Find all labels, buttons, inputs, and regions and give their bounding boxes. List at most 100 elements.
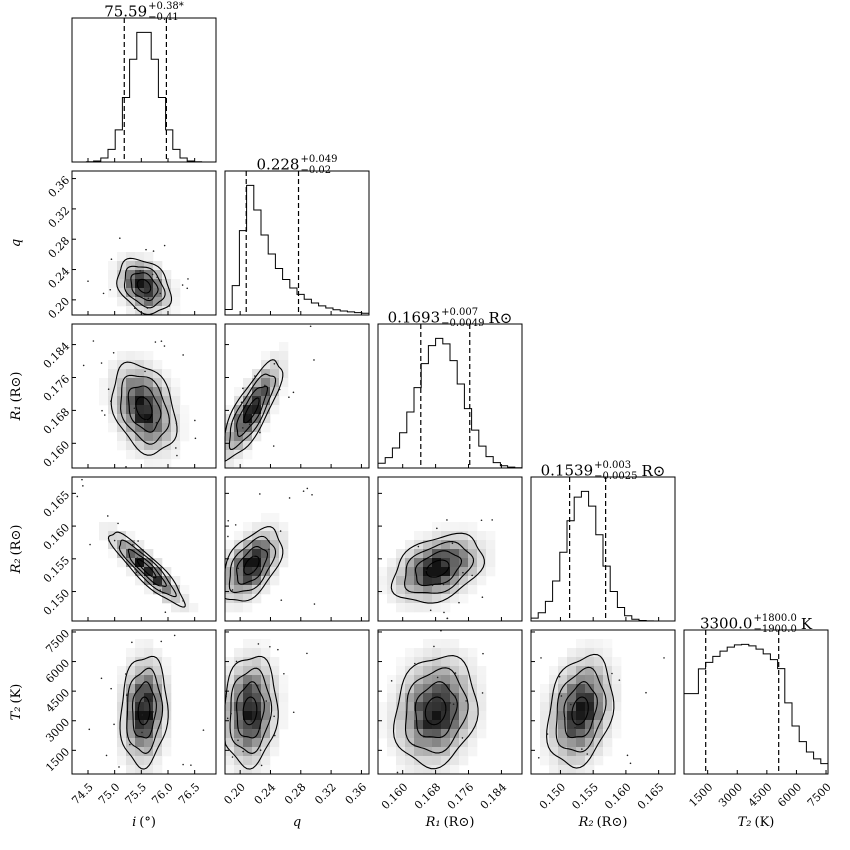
x-tick-label-T2: 4500 [746,781,775,810]
axes-frame [377,476,523,622]
contour-3 [123,265,166,309]
axes-frame-T2 [683,629,829,775]
title-errors-R2: +0.003−0.0025 [594,460,637,482]
contour-3 [126,667,164,754]
x-tick-label-R2: 0.155 [569,781,600,812]
title-minus-q: −0.02 [300,164,332,176]
x-tick-label-i: 75.0 [96,781,123,808]
density-panel-R1-vs-i [71,323,217,469]
hist-panel-i [71,17,217,163]
y-tick-label-T2: 4500 [43,686,72,715]
y-tick-label-R2: 0.150 [41,587,72,618]
y-tick-label-q: 0.36 [46,174,73,201]
contour-4 [116,257,173,315]
axes-frame [71,323,217,469]
axes-frame [224,476,370,622]
y-tick-label-R1: 0.176 [41,373,72,404]
y-axis-label-R2: R₂(R⊙) [9,525,24,575]
x-tick-label-i: 74.5 [69,781,96,808]
contour-2 [236,681,265,739]
x-tick-label-i: 75.5 [123,781,150,808]
contour-4 [390,532,485,604]
contour-2 [414,550,463,587]
axes-frame [71,476,217,622]
title-plus-R2: +0.003 [594,460,632,471]
contour-3 [120,374,170,445]
hist-panel-q [224,170,370,316]
axes-frame [71,170,217,316]
x-tick-label-T2: 1500 [686,781,715,810]
axes-frame [71,629,217,775]
contour-2 [131,681,157,739]
title-median-q: 0.228 [256,155,300,174]
axes-frame [377,629,523,775]
x-tick-label-i: 76.5 [176,781,203,808]
contour-2 [236,545,269,585]
hist-title-i: 75.59+0.38*−0.41 [104,1,184,23]
axes-frame-i [71,17,217,163]
x-tick-label-T2: 7500 [805,781,834,810]
contour-2 [414,681,458,739]
contour-4 [392,655,479,770]
x-axis-label-R1: R₁(R⊙) [425,815,475,830]
y-axis-label-q: q [9,239,24,247]
density-panel-T2-vs-i [71,629,217,775]
y-tick-label-R2: 0.155 [41,554,72,585]
density-panel-R2-vs-q [224,476,370,622]
x-tick-label-R1: 0.168 [412,781,443,812]
x-tick-label-q: 0.28 [282,781,309,808]
hist-panel-T2 [683,629,829,775]
contour-1 [137,696,151,726]
title-unit-R1: R⊙ [488,308,513,327]
title-unit-T2: K [800,614,813,633]
axes-frame [224,323,370,469]
y-tick-label-q: 0.24 [46,265,73,292]
title-median-T2: 3300.0 [699,614,753,633]
hist-title-q: 0.228+0.049−0.02 [256,154,338,176]
x-tick-label-T2: 3000 [716,781,745,810]
contour-1 [243,555,260,576]
x-tick-label-q: 0.36 [343,781,370,808]
x-tick-label-q: 0.20 [221,781,248,808]
contour-2 [130,272,159,302]
contour-3 [404,541,475,594]
title-plus-R1: +0.007 [441,307,479,318]
x-tick-label-R1: 0.176 [445,781,476,812]
hist-panel-R2 [530,476,676,622]
x-tick-label-R1: 0.184 [478,781,509,812]
title-minus-T2: −1900.0 [753,623,797,635]
histogram-q [224,184,370,315]
contour-3 [404,667,469,754]
contour-4 [119,655,169,770]
title-minus-i: −0.41 [148,11,179,23]
contour-1 [136,278,152,294]
title-median-R1: 0.1693 [387,308,441,327]
y-tick-label-R1: 0.184 [41,340,72,371]
density-panel-R2-vs-R1 [377,476,523,622]
y-tick-label-T2: 7500 [43,627,72,656]
contour-2 [127,385,162,433]
x-tick-label-T2: 6000 [775,781,804,810]
y-tick-label-q: 0.20 [46,295,73,322]
contour-1 [242,696,258,726]
x-tick-label-i: 76.0 [149,781,176,808]
contour-4 [546,653,615,769]
contour-1 [136,558,157,579]
y-tick-label-T2: 6000 [43,657,72,686]
title-median-R2: 0.1539 [540,461,594,480]
title-errors-T2: +1800.0−1900.0 [753,613,797,635]
contour-1 [135,396,153,421]
title-plus-T2: +1800.0 [753,613,797,624]
title-plus-i: +0.38* [148,1,184,12]
y-tick-label-R1: 0.160 [41,438,72,469]
contour-3 [229,667,273,754]
contour-4 [110,361,178,456]
y-tick-label-q: 0.28 [46,234,73,261]
contour-2 [236,385,269,438]
contour-3 [555,666,607,753]
histogram-R1 [377,337,523,469]
